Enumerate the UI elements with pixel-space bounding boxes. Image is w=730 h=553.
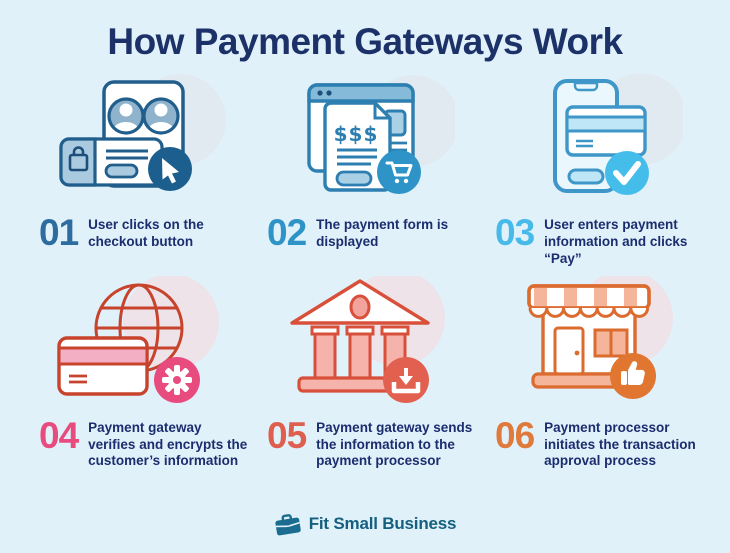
credit-card (57, 335, 149, 396)
invoice-document: $$$ (323, 101, 392, 192)
step-text: User enters payment information and clic… (544, 217, 688, 266)
gear-icon (154, 356, 200, 403)
step-number: 06 (495, 414, 535, 456)
download-icon (383, 356, 429, 403)
send-to-processor-icon (290, 275, 445, 403)
step-6: 06 Payment processor initiates the trans… (479, 275, 707, 471)
step-1: 01 User clicks on the checkout button (23, 73, 251, 268)
step-2: $$$ 02 The payment form (251, 73, 479, 268)
avatar (107, 97, 145, 135)
step-text: The payment form is displayed (316, 217, 449, 249)
payment-form-icon: $$$ (307, 75, 455, 194)
step-text: Payment gateway sends the information to… (316, 419, 473, 469)
cart-icon (377, 150, 421, 194)
awning (527, 283, 651, 318)
step-4: 04 Payment gateway verifies and encrypts… (23, 275, 251, 471)
checkout-click-icon (59, 74, 226, 191)
bank-icon (290, 278, 430, 393)
step-3: 03 User enters payment information and c… (479, 73, 707, 268)
step-number: 05 (267, 414, 307, 456)
brand-footer: Fit Small Business (0, 512, 730, 536)
step-number: 02 (267, 212, 307, 253)
enter-payment-info-icon (553, 73, 683, 195)
step-text: Payment gateway verifies and encrypts th… (88, 419, 248, 469)
step-number: 01 (39, 212, 79, 253)
check-icon (605, 151, 649, 195)
credit-card (565, 105, 647, 157)
thumbs-up-icon (610, 352, 656, 399)
dollar-signs: $$$ (334, 122, 379, 146)
verify-encrypt-icon (57, 275, 219, 403)
store-window (593, 328, 629, 358)
transaction-approval-icon (527, 275, 673, 399)
step-number: 04 (39, 414, 79, 456)
step-text: User clicks on the checkout button (88, 217, 204, 249)
step-text: Payment processor initiates the transact… (544, 419, 696, 469)
step-5: 05 Payment gateway sends the information… (251, 275, 479, 471)
briefcase-icon (275, 514, 301, 536)
page-title: How Payment Gateways Work (107, 21, 623, 62)
cursor-icon (148, 147, 192, 191)
brand-name: Fit Small Business (308, 514, 457, 533)
checkout-strip (59, 137, 164, 187)
steps-grid: 01 User clicks on the checkout button (0, 73, 730, 470)
shopping-bag-icon (68, 146, 89, 172)
step-number: 03 (495, 212, 535, 253)
avatar (142, 97, 180, 135)
